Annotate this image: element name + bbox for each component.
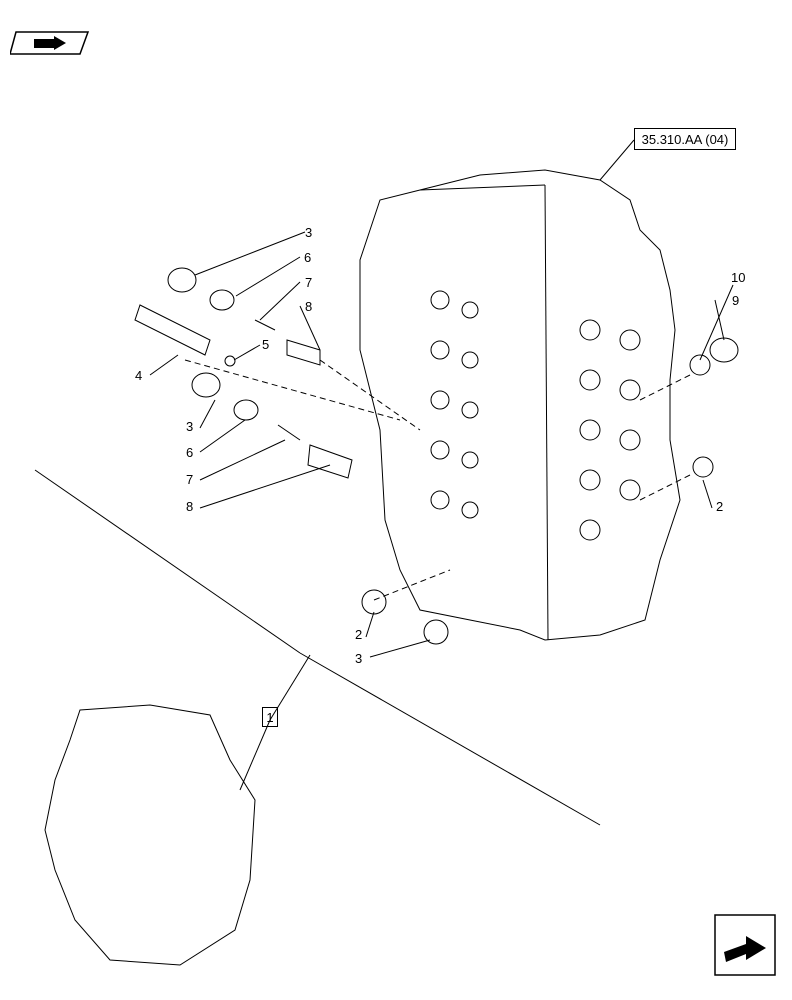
callout-4: 4 <box>135 368 143 383</box>
callout-7b: 7 <box>186 472 194 487</box>
callout-2: 2 <box>716 499 724 514</box>
valve-body <box>359 169 681 641</box>
callout-8b: 8 <box>186 499 194 514</box>
callout-2b: 2 <box>355 627 363 642</box>
callout-3c: 3 <box>355 651 363 666</box>
callout-3b: 3 <box>186 419 194 434</box>
callout-8: 8 <box>305 299 313 314</box>
callout-9: 9 <box>732 293 740 308</box>
reference-label[interactable]: 35.310.AA (04) <box>634 128 736 150</box>
callout-3: 3 <box>305 225 313 240</box>
callout-1: 1 <box>262 707 278 727</box>
small-assembly <box>44 704 256 966</box>
callout-6: 6 <box>304 250 312 265</box>
callout-10: 10 <box>731 270 746 285</box>
callout-6b: 6 <box>186 445 194 460</box>
book-arrow-icon[interactable] <box>10 30 90 56</box>
callout-5: 5 <box>262 337 270 352</box>
next-page-icon[interactable] <box>714 914 776 976</box>
callout-7: 7 <box>305 275 313 290</box>
